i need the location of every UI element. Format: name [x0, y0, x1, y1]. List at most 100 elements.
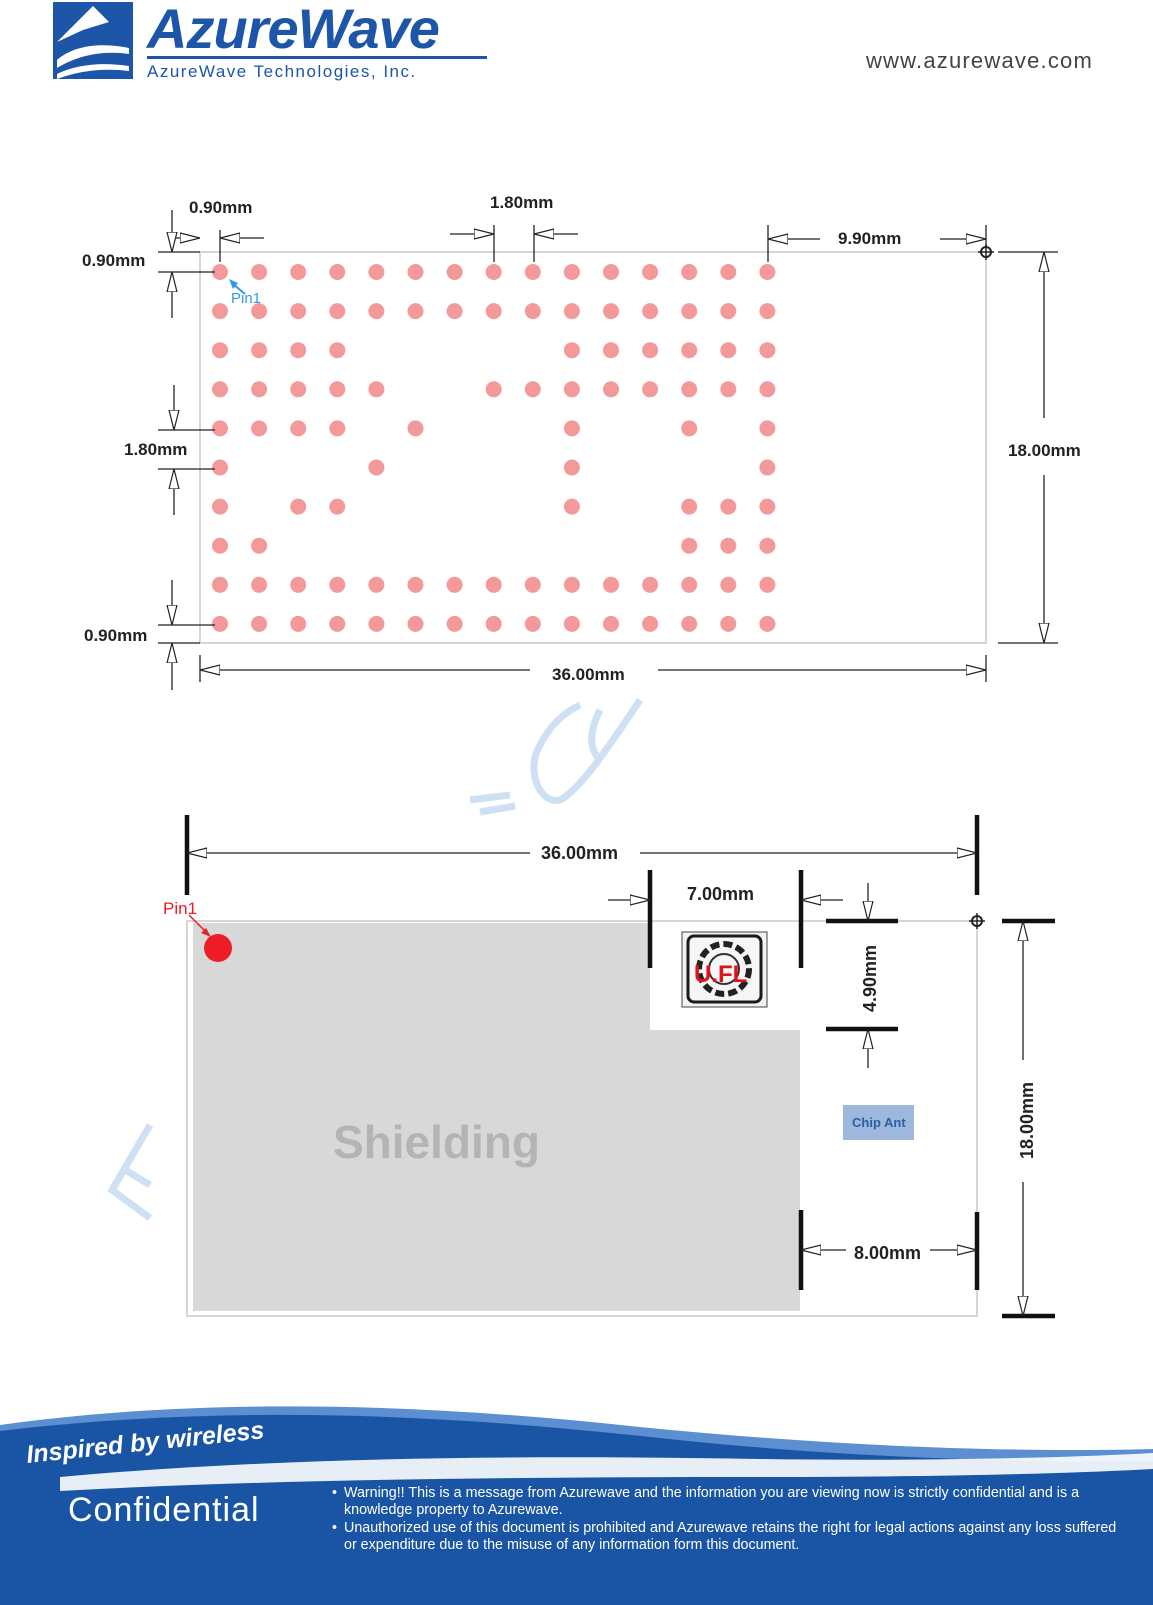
warning-text: Unauthorized use of this document is pro… — [344, 1520, 1117, 1553]
brand-subtitle: AzureWave Technologies, Inc. — [147, 62, 417, 81]
pad — [759, 537, 776, 554]
pad — [212, 264, 228, 280]
confidential-warnings: • Warning!! This is a message from Azure… — [332, 1485, 1132, 1555]
pad — [212, 576, 228, 593]
pad — [759, 576, 776, 593]
module-drawings: Pin1 — [82, 193, 1081, 1319]
pad — [446, 303, 463, 320]
pin1-label-top: Pin1 — [231, 290, 261, 307]
pad — [759, 381, 776, 398]
website-link[interactable]: www.azurewave.com — [865, 48, 1093, 73]
pad — [407, 615, 424, 632]
pad — [603, 381, 619, 398]
pad — [329, 498, 346, 515]
pad — [368, 264, 385, 280]
ufl-connector-icon — [681, 931, 768, 1008]
pad — [290, 264, 307, 280]
pad — [642, 381, 659, 398]
page-footer: Inspired by wireless Confidential • Warn… — [0, 1405, 1153, 1605]
pad — [642, 342, 659, 359]
dim-height-top: 18.00mm — [1008, 441, 1081, 460]
pad — [212, 498, 228, 515]
top-view-diagram: Shielding Pin1 U.FL Chip Ant — [163, 815, 1055, 1319]
pad — [681, 498, 698, 515]
pad — [290, 498, 307, 515]
chip-antenna-label: Chip Ant — [852, 1115, 906, 1130]
dim-edge-right: 9.90mm — [838, 229, 901, 248]
pad — [759, 303, 776, 320]
pad — [642, 303, 659, 320]
pad — [251, 303, 268, 320]
pad — [720, 342, 737, 359]
dim-ufl-width: 7.00mm — [687, 884, 754, 904]
pad — [407, 576, 424, 593]
pad — [290, 381, 307, 398]
dim-edge-bottom: 0.90mm — [84, 626, 147, 645]
pad — [563, 342, 580, 359]
confidential-label: Confidential — [68, 1491, 260, 1529]
pad — [212, 303, 228, 320]
pad — [563, 264, 580, 280]
dim-width-bottom: 36.00mm — [541, 843, 618, 863]
watermark — [107, 698, 643, 1221]
pad — [603, 615, 619, 632]
pad — [603, 576, 619, 593]
pad — [251, 264, 268, 280]
pad — [485, 615, 502, 632]
pad — [524, 381, 541, 398]
pad — [759, 420, 776, 437]
module-outline-bottom — [186, 920, 978, 1317]
pad — [485, 381, 502, 398]
pad — [485, 264, 502, 280]
brand-name: AzureWave — [147, 0, 440, 60]
pad — [642, 576, 659, 593]
pad — [329, 615, 346, 632]
pad — [603, 264, 619, 280]
pad — [681, 381, 698, 398]
pad — [407, 264, 424, 280]
pad — [212, 459, 228, 476]
pad — [212, 615, 228, 632]
pad — [524, 576, 541, 593]
pad — [524, 303, 541, 320]
pad — [251, 381, 268, 398]
pin1-arrowhead-top — [229, 279, 238, 289]
module-outline-top — [199, 251, 987, 644]
pad — [563, 381, 580, 398]
pad — [290, 303, 307, 320]
pad — [563, 498, 580, 515]
shielding-label: Shielding — [333, 1116, 540, 1168]
pad — [251, 537, 268, 554]
pad — [212, 420, 228, 437]
pad — [446, 615, 463, 632]
origin-marker-bottom-icon — [969, 913, 985, 929]
pad — [563, 615, 580, 632]
pad — [251, 420, 268, 437]
pad — [212, 342, 228, 359]
pad — [368, 303, 385, 320]
dim-antenna-width: 8.00mm — [854, 1243, 921, 1263]
pad — [720, 303, 737, 320]
pad — [563, 420, 580, 437]
dim-width-top: 36.00mm — [552, 665, 625, 684]
pad — [759, 342, 776, 359]
pad — [446, 576, 463, 593]
pad — [329, 342, 346, 359]
pad — [681, 576, 698, 593]
pad — [603, 342, 619, 359]
pin1-arrowhead-bottom — [201, 928, 211, 937]
pad — [563, 303, 580, 320]
pad — [485, 303, 502, 320]
pad — [720, 498, 737, 515]
warning-item: • Unauthorized use of this document is p… — [332, 1520, 1132, 1554]
pad — [759, 459, 776, 476]
pad — [407, 420, 424, 437]
dim-pitch-edge-x: 0.90mm — [189, 198, 252, 217]
pad — [720, 576, 737, 593]
pad — [681, 537, 698, 554]
pad — [642, 264, 659, 280]
dim-height-bottom: 18.00mm — [1017, 1082, 1037, 1159]
pad — [720, 264, 737, 280]
dim-pitch-x: 1.80mm — [490, 193, 553, 212]
pad — [251, 615, 268, 632]
